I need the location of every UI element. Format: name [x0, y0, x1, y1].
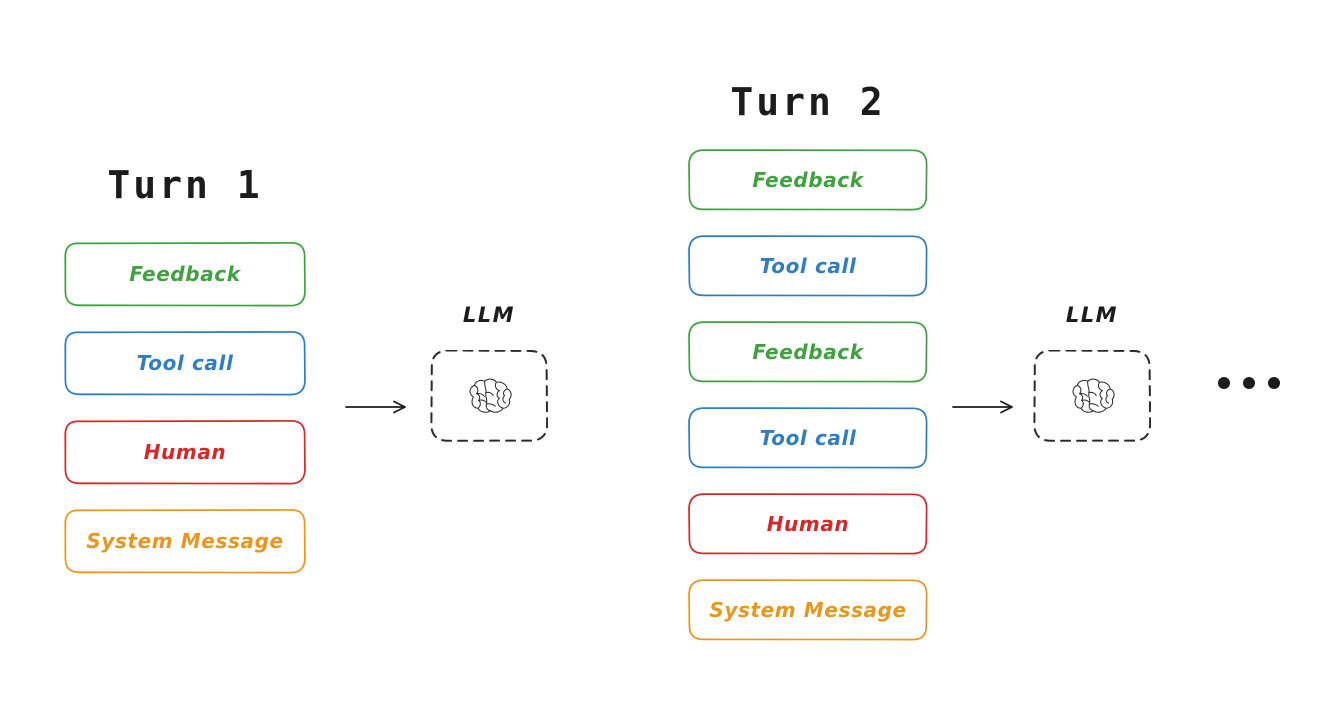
brain-icon — [1072, 378, 1115, 413]
message-box-feedback[interactable]: Feedback — [688, 149, 928, 211]
message-box-tool-call[interactable]: Tool call — [688, 235, 928, 297]
message-box-tool-call[interactable]: Tool call — [688, 407, 928, 469]
sketch-rect — [64, 420, 306, 485]
message-label: Human — [143, 440, 227, 464]
brain-icon-holder — [430, 350, 548, 442]
message-box-system-message[interactable]: System Message — [688, 579, 928, 641]
sketch-rect — [688, 579, 928, 641]
message-label: Tool call — [759, 426, 857, 450]
message-box-system-message[interactable]: System Message — [64, 508, 306, 574]
message-label: Human — [766, 512, 850, 536]
brain-icon-holder — [1033, 350, 1151, 442]
message-label: Tool call — [759, 254, 857, 278]
flow-arrow — [345, 396, 407, 422]
message-box-human[interactable]: Human — [688, 493, 928, 555]
message-label: System Message — [86, 529, 284, 553]
llm-label: LLM — [1065, 303, 1119, 327]
flow-arrow — [952, 396, 1014, 422]
sketch-rect — [64, 331, 306, 396]
message-box-tool-call[interactable]: Tool call — [64, 330, 306, 396]
sketch-dashed-rect — [430, 350, 548, 442]
sketch-rect — [64, 242, 306, 307]
llm-box[interactable] — [1033, 350, 1151, 442]
sketch-rect — [688, 149, 928, 211]
llm-box[interactable] — [430, 350, 548, 442]
message-label: Feedback — [129, 262, 241, 286]
message-box-human[interactable]: Human — [64, 419, 306, 485]
sketch-rect — [688, 493, 928, 555]
sketch-dashed-rect — [1033, 350, 1151, 442]
message-label: Feedback — [752, 340, 864, 364]
ellipsis-dot — [1243, 377, 1255, 389]
ellipsis-dot — [1218, 377, 1230, 389]
message-label: System Message — [709, 598, 907, 622]
message-label: Tool call — [136, 351, 234, 375]
sketch-rect — [64, 509, 306, 574]
llm-label: LLM — [462, 303, 516, 327]
turn-title-turn-1: Turn 1 — [107, 163, 263, 207]
arrow-icon — [952, 400, 1013, 414]
sketch-rect — [688, 235, 928, 297]
turn-title-turn-2: Turn 2 — [730, 80, 886, 124]
message-label: Feedback — [752, 168, 864, 192]
sketch-rect — [688, 407, 928, 469]
sketch-rect — [688, 321, 928, 383]
arrow-icon — [345, 400, 406, 414]
brain-icon — [469, 378, 512, 413]
message-box-feedback[interactable]: Feedback — [64, 241, 306, 307]
continuation-ellipsis — [1218, 377, 1280, 389]
ellipsis-dot — [1268, 377, 1280, 389]
message-box-feedback[interactable]: Feedback — [688, 321, 928, 383]
